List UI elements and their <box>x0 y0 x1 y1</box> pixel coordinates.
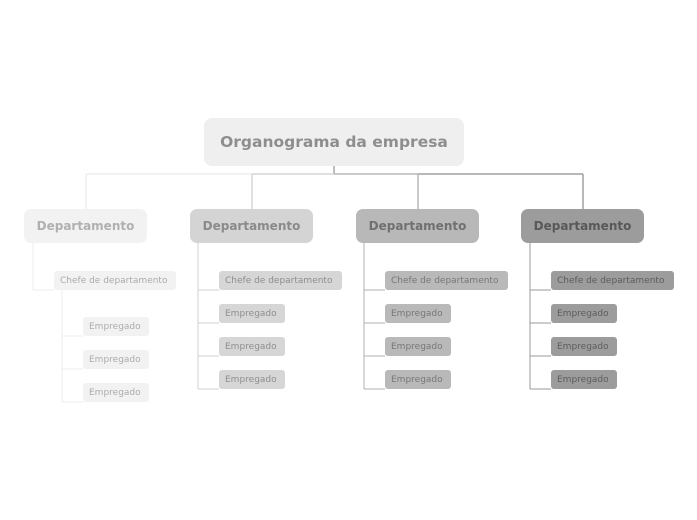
employee-node-2-3[interactable]: Empregado <box>219 370 285 389</box>
dept-1-branch-lines <box>32 243 83 403</box>
department-node-4[interactable]: Departamento <box>521 209 644 243</box>
employee-node-1-1[interactable]: Empregado <box>83 317 149 336</box>
department-head-node-3[interactable]: Chefe de departamento <box>385 271 508 290</box>
department-head-node-2[interactable]: Chefe de departamento <box>219 271 342 290</box>
employee-node-3-2[interactable]: Empregado <box>385 337 451 356</box>
employee-node-2-2[interactable]: Empregado <box>219 337 285 356</box>
employee-node-3-3[interactable]: Empregado <box>385 370 451 389</box>
dept-4-branch-lines <box>529 243 551 390</box>
employee-node-4-3[interactable]: Empregado <box>551 370 617 389</box>
department-node-3[interactable]: Departamento <box>356 209 479 243</box>
employee-node-2-1[interactable]: Empregado <box>219 304 285 323</box>
department-node-1[interactable]: Departamento <box>24 209 147 243</box>
employee-node-1-2[interactable]: Empregado <box>83 350 149 369</box>
employee-node-4-1[interactable]: Empregado <box>551 304 617 323</box>
employee-node-4-2[interactable]: Empregado <box>551 337 617 356</box>
employee-node-1-3[interactable]: Empregado <box>83 383 149 402</box>
root-node[interactable]: Organograma da empresa <box>204 118 464 166</box>
employee-node-3-1[interactable]: Empregado <box>385 304 451 323</box>
department-head-node-1[interactable]: Chefe de departamento <box>54 271 176 290</box>
department-head-node-4[interactable]: Chefe de departamento <box>551 271 674 290</box>
dept-2-branch-lines <box>197 243 219 390</box>
dept-3-branch-lines <box>363 243 385 390</box>
department-node-2[interactable]: Departamento <box>190 209 313 243</box>
